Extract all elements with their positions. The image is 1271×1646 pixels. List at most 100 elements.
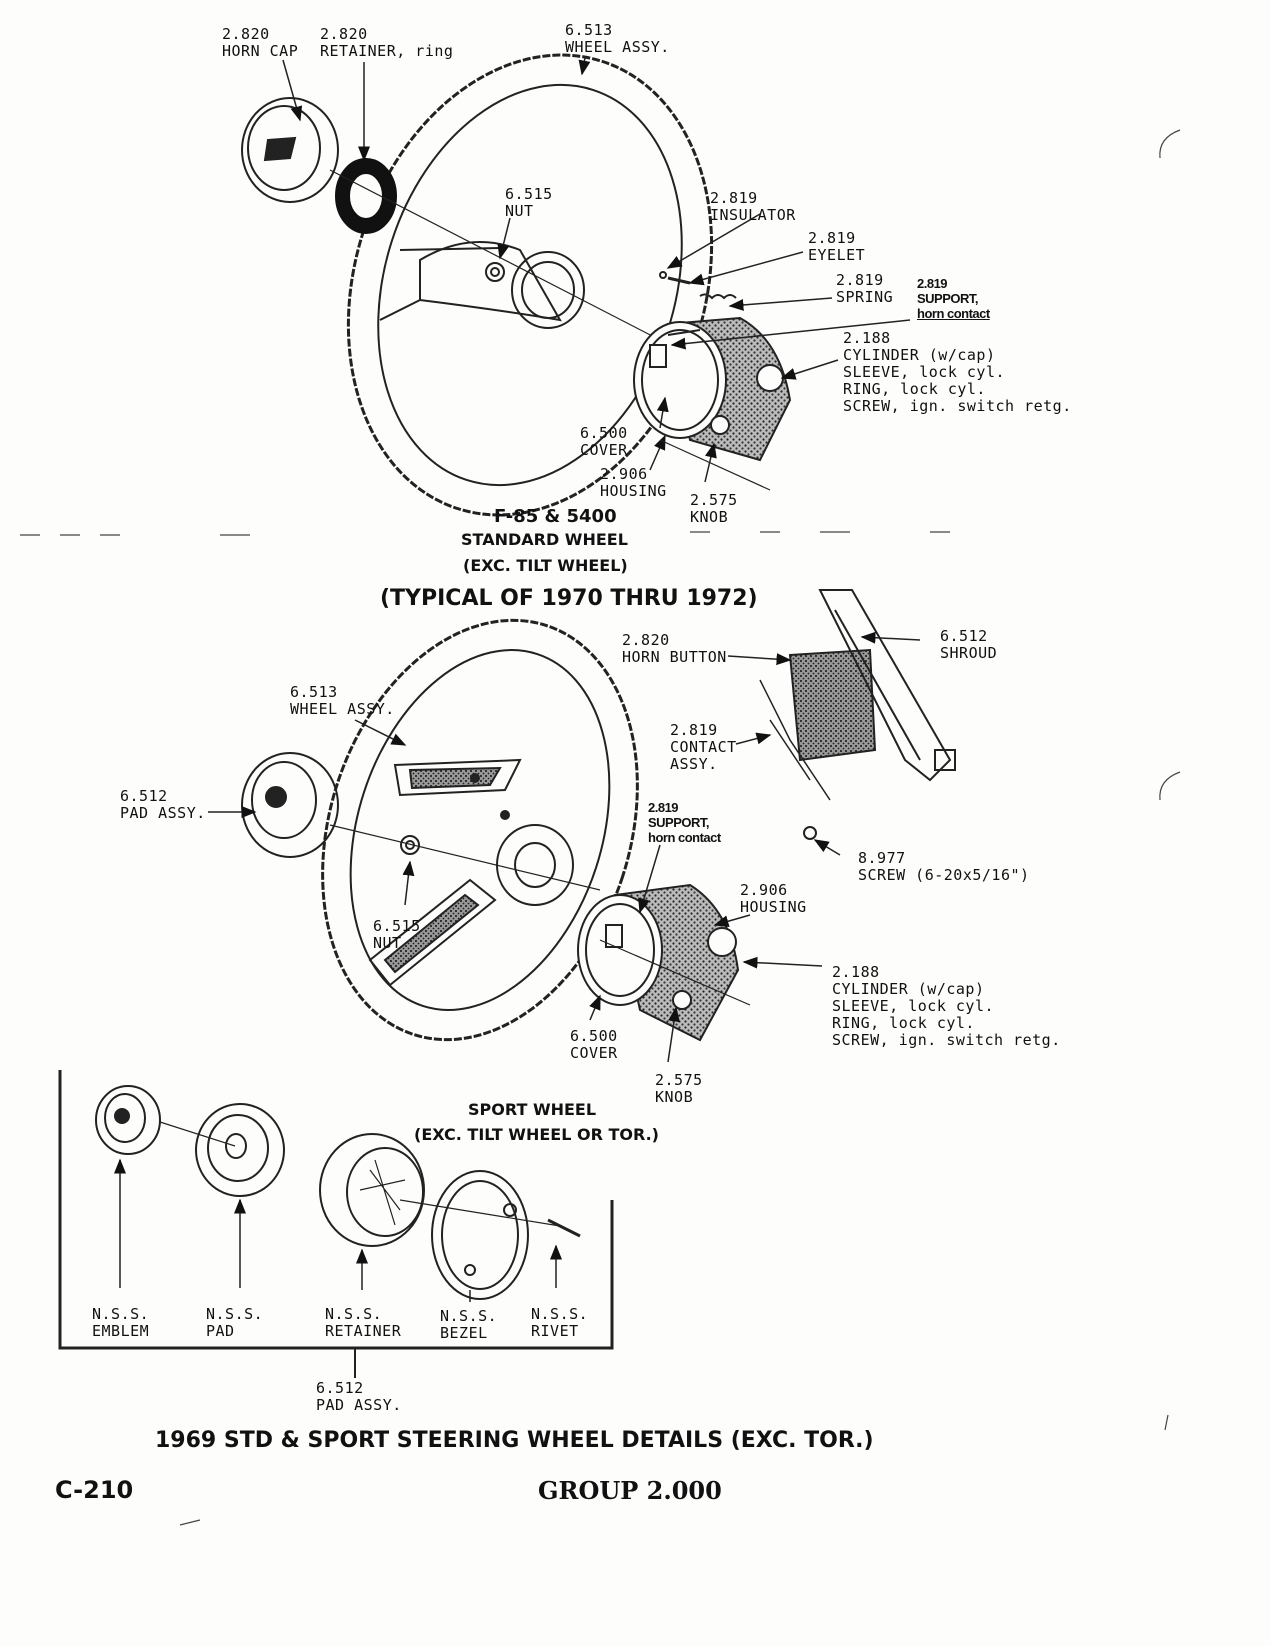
retainer-1969-label: N.S.S. RETAINER [325, 1306, 401, 1340]
sport-pad-assy-name: PAD ASSY. [120, 804, 206, 822]
std-housing-name: HOUSING [600, 482, 667, 500]
sport-wheel-assy-name: WHEEL ASSY. [290, 700, 395, 718]
page-number: C-210 [55, 1476, 134, 1504]
pad-name: PAD [206, 1322, 235, 1340]
contact-assy-line2: ASSY. [670, 755, 718, 773]
rivet-label: N.S.S. RIVET [531, 1306, 588, 1340]
std-cylinder-num: 2.188 [843, 329, 891, 347]
contact-assy-label: 2.819 CONTACT ASSY. [670, 722, 737, 773]
sport-cylinder-label: 2.188 CYLINDER (w/cap) SLEEVE, lock cyl.… [832, 964, 1061, 1049]
rivet-num: N.S.S. [531, 1305, 589, 1323]
sport-cylinder-line3: RING, lock cyl. [832, 1014, 975, 1032]
insulator-label: 2.819 INSULATOR [710, 190, 796, 224]
sport-nut-label: 6.515 NUT [373, 918, 421, 952]
std-cover-num: 6.500 [580, 424, 628, 442]
std-support-num: 2.819 [917, 276, 948, 291]
group-label: GROUP 2.000 [538, 1476, 722, 1505]
std-title-2: STANDARD WHEEL [461, 530, 628, 549]
shroud-name: SHROUD [940, 644, 998, 662]
insulator-name: INSULATOR [710, 206, 796, 224]
std-wheel-assy-label: 6.513 WHEEL ASSY. [565, 22, 670, 56]
std-support-label: 2.819 SUPPORT, horn contact [917, 276, 990, 321]
emblem-num: N.S.S. [92, 1305, 150, 1323]
std-knob-name: KNOB [690, 508, 729, 526]
insulator-num: 2.819 [710, 189, 758, 207]
standard-wheel-art [241, 53, 911, 517]
std-wheel-assy-name: WHEEL ASSY. [565, 38, 670, 56]
decorations [20, 129, 1181, 1526]
spring-label: 2.819 SPRING [836, 272, 893, 306]
sport-knob-name: KNOB [655, 1088, 694, 1106]
eyelet-num: 2.819 [808, 229, 856, 247]
sport-nut-name: NUT [373, 934, 402, 952]
sport-wheel-assy-label: 6.513 WHEEL ASSY. [290, 684, 395, 718]
sport-cylinder-line4: SCREW, ign. switch retg. [832, 1031, 1061, 1049]
sport-cylinder-num: 2.188 [832, 963, 880, 981]
pad-label: N.S.S. PAD [206, 1306, 263, 1340]
sport-cover-num: 6.500 [570, 1027, 618, 1045]
bezel-label: N.S.S. BEZEL [440, 1308, 497, 1342]
sport-knob-label: 2.575 KNOB [655, 1072, 703, 1106]
sport-cylinder-line2: SLEEVE, lock cyl. [832, 997, 995, 1015]
sport-pad-assy-label: 6.512 PAD ASSY. [120, 788, 206, 822]
sport-housing-num: 2.906 [740, 881, 788, 899]
emblem-name: EMBLEM [92, 1322, 150, 1340]
sport-screw-label: 8.977 SCREW (6-20x5/16") [858, 850, 1030, 884]
horn-button-name: HORN BUTTON [622, 648, 727, 666]
retainer-name: RETAINER, ring [320, 42, 454, 60]
sport-support-label: 2.819 SUPPORT, horn contact [648, 800, 721, 845]
horn-button-label: 2.820 HORN BUTTON [622, 632, 727, 666]
emblem-label: N.S.S. EMBLEM [92, 1306, 149, 1340]
pad-1969-assy-label: 6.512 PAD ASSY. [316, 1380, 402, 1414]
pad-num: N.S.S. [206, 1305, 264, 1323]
std-nut-num: 6.515 [505, 185, 553, 203]
main-title: 1969 STD & SPORT STEERING WHEEL DETAILS … [155, 1428, 874, 1453]
std-cylinder-line4: SCREW, ign. switch retg. [843, 397, 1072, 415]
std-nut-label: 6.515 NUT [505, 186, 553, 220]
horn-cap-name: HORN CAP [222, 42, 299, 60]
sport-cylinder-line1: CYLINDER (w/cap) [832, 980, 985, 998]
horn-cap-num: 2.820 [222, 25, 270, 43]
pad-1969-assy-num: 6.512 [316, 1379, 364, 1397]
std-housing-label: 2.906 HOUSING [600, 466, 667, 500]
sport-screw-num: 8.977 [858, 849, 906, 867]
eyelet-name: EYELET [808, 246, 866, 264]
std-title-3: (EXC. TILT WHEEL) [463, 556, 628, 575]
sport-pad-assy-num: 6.512 [120, 787, 168, 805]
shroud-num: 6.512 [940, 627, 988, 645]
sport-support-num: 2.819 [648, 800, 679, 815]
sport-cover-name: COVER [570, 1044, 618, 1062]
retainer-1969-num: N.S.S. [325, 1305, 383, 1323]
sport-title-2: (EXC. TILT WHEEL OR TOR.) [414, 1125, 659, 1144]
sport-title-1: SPORT WHEEL [468, 1100, 597, 1119]
sport-housing-label: 2.906 HOUSING [740, 882, 807, 916]
std-support-line1: SUPPORT, [917, 291, 979, 306]
contact-assy-num: 2.819 [670, 721, 718, 739]
sport-wheel-art [208, 589, 956, 1063]
sport-knob-num: 2.575 [655, 1071, 703, 1089]
retainer-num: 2.820 [320, 25, 368, 43]
sport-cover-label: 6.500 COVER [570, 1028, 618, 1062]
std-cover-label: 6.500 COVER [580, 425, 628, 459]
pad-1969-assy-name: PAD ASSY. [316, 1396, 402, 1414]
rivet-name: RIVET [531, 1322, 579, 1340]
std-cylinder-line3: RING, lock cyl. [843, 380, 986, 398]
sport-support-line2: horn contact [648, 830, 721, 845]
shroud-label: 6.512 SHROUD [940, 628, 997, 662]
std-title-1: F-85 & 5400 [494, 506, 617, 527]
spring-name: SPRING [836, 288, 894, 306]
std-wheel-assy-num: 6.513 [565, 21, 613, 39]
std-knob-num: 2.575 [690, 491, 738, 509]
horn-cap-label: 2.820 HORN CAP [222, 26, 298, 60]
spring-num: 2.819 [836, 271, 884, 289]
eyelet-label: 2.819 EYELET [808, 230, 865, 264]
sport-wheel-assy-num: 6.513 [290, 683, 338, 701]
contact-assy-line1: CONTACT [670, 738, 737, 756]
std-cylinder-label: 2.188 CYLINDER (w/cap) SLEEVE, lock cyl.… [843, 330, 1072, 415]
horn-button-num: 2.820 [622, 631, 670, 649]
sport-support-line1: SUPPORT, [648, 815, 710, 830]
retainer-1969-name: RETAINER [325, 1322, 402, 1340]
retainer-label: 2.820 RETAINER, ring [320, 26, 453, 60]
